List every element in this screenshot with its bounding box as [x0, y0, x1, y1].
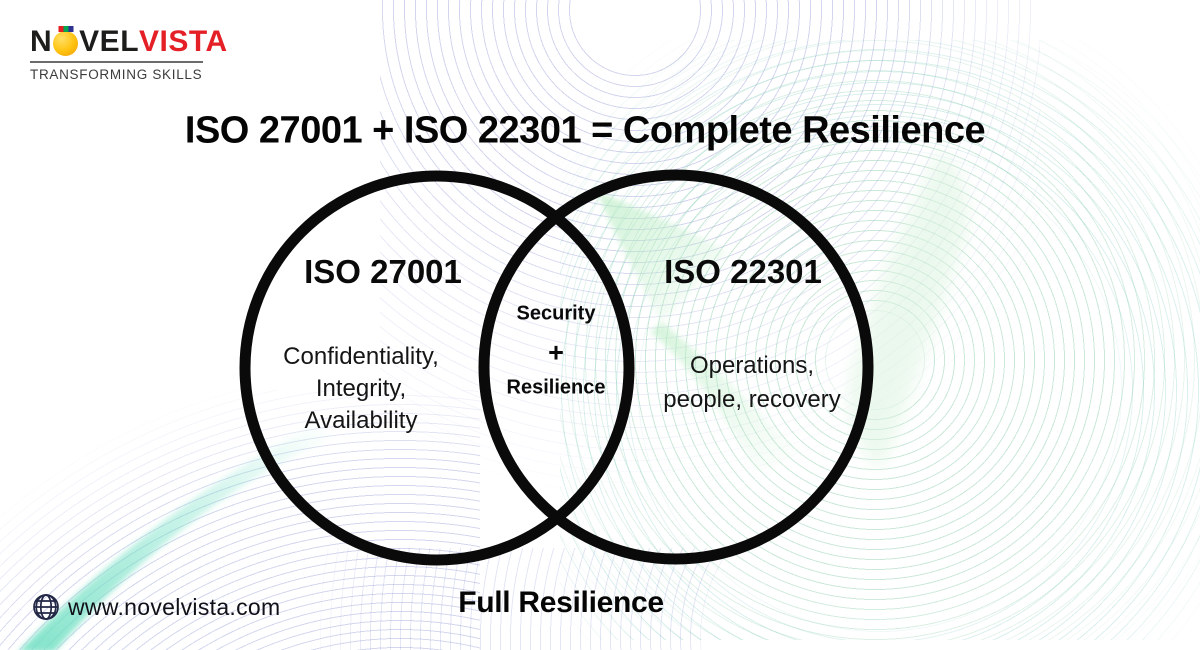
ribbon-blue-square [68, 25, 74, 32]
globe-icon [33, 594, 59, 620]
full-resilience-caption: Full Resilience [458, 586, 664, 619]
left-circle-item-3: Availability [304, 407, 418, 434]
left-circle-label: ISO 27001 [304, 253, 462, 290]
brand-divider [30, 61, 203, 63]
overlap-label-security: Security [516, 302, 596, 325]
right-circle-item-1: Operations, [689, 352, 815, 379]
right-circle-item-2: people, recovery [663, 386, 841, 413]
left-circle-items: Confidentiality, Integrity, Availability [283, 341, 439, 437]
medal-ribbon-icon [58, 25, 74, 32]
brand-wordmark-mid: VEL [79, 25, 140, 58]
brand-wordmark-suffix: VISTA [139, 25, 228, 58]
right-circle-outline [478, 169, 874, 565]
website-footer: www.novelvista.com [32, 593, 280, 621]
ribbon-red-square [58, 25, 64, 32]
website-url[interactable]: www.novelvista.com [68, 593, 281, 620]
right-circle-label: ISO 22301 [664, 253, 822, 290]
overlap-label-resilience: Resilience [506, 376, 606, 399]
brand-wordmark-prefix: N [30, 25, 53, 58]
brand-wordmark: N VEL VISTA [30, 25, 228, 58]
left-circle-item-2: Integrity, [315, 375, 407, 402]
ribbon-green-square [63, 25, 69, 32]
medal-ball-icon [53, 25, 79, 56]
left-circle-item-1: Confidentiality, [283, 343, 439, 370]
right-circle-items: Operations, people, recovery [663, 349, 840, 417]
brand-logo: N VEL VISTA TRANSFORMING SKILLS [30, 25, 228, 82]
brand-tagline: TRANSFORMING SKILLS [30, 67, 203, 82]
overlap-plus-sign: + [548, 337, 564, 368]
page-title: ISO 27001 + ISO 22301 = Complete Resilie… [184, 109, 986, 152]
left-circle-outline [239, 170, 635, 566]
